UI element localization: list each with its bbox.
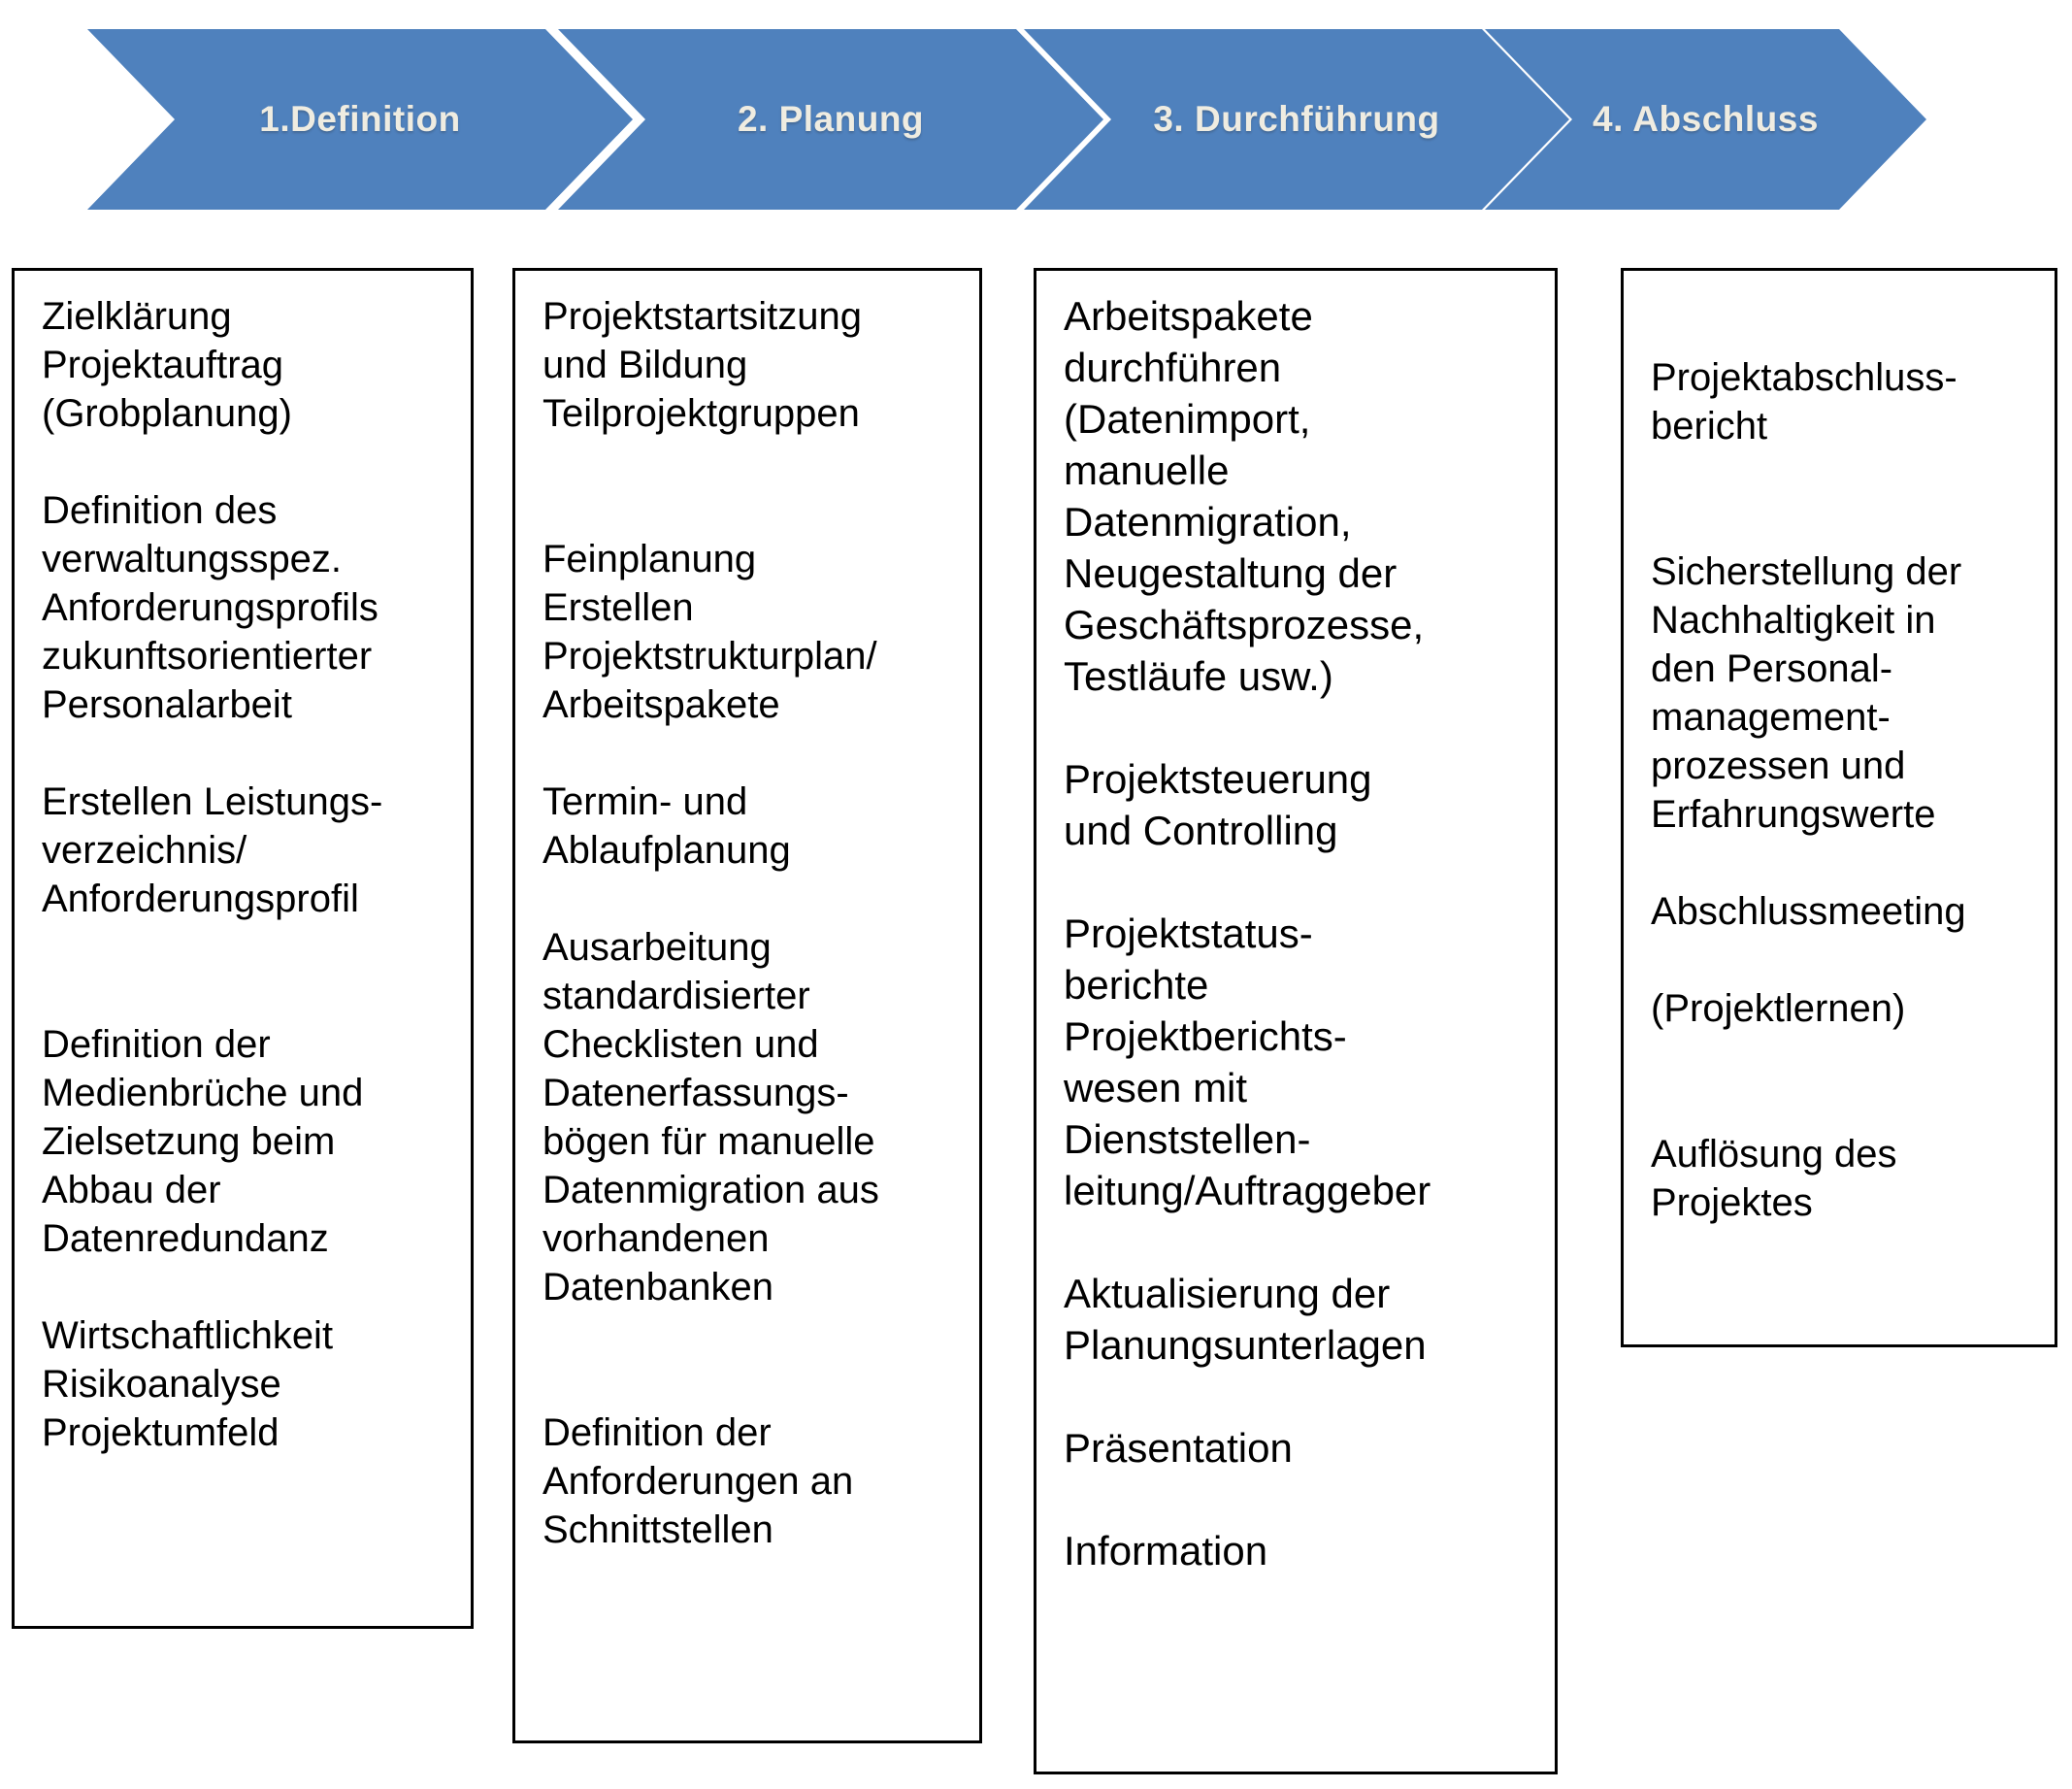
phase-box-durchfuehrung: Arbeitspakete durchführen (Datenimport, …	[1034, 268, 1558, 1774]
phase-box-planung: Projektstartsitzung und Bildung Teilproj…	[512, 268, 982, 1743]
phase-arrow-label: 4. Abschluss	[1593, 99, 1819, 139]
phase-arrow-label: 2. Planung	[737, 99, 925, 139]
phase-arrow-durchfuehrung: 3. Durchführung	[1024, 29, 1569, 210]
phase-box-definition: Zielklärung Projektauftrag (Grobplanung)…	[12, 268, 474, 1629]
phase-box-abschluss: Projektabschluss- bericht Sicherstellung…	[1621, 268, 2057, 1347]
phase-arrow-label: 1.Definition	[259, 99, 461, 139]
phase-box-text: Zielklärung Projektauftrag (Grobplanung)…	[42, 295, 383, 1454]
phase-arrow-definition: 1.Definition	[87, 29, 633, 210]
phase-box-text: Projektstartsitzung und Bildung Teilproj…	[543, 295, 879, 1551]
phase-box-text: Projektabschluss- bericht Sicherstellung…	[1651, 356, 1966, 1224]
phase-box-text: Arbeitspakete durchführen (Datenimport, …	[1064, 293, 1431, 1574]
phase-arrow-planung: 2. Planung	[558, 29, 1103, 210]
phase-arrow-label: 3. Durchführung	[1153, 99, 1440, 139]
